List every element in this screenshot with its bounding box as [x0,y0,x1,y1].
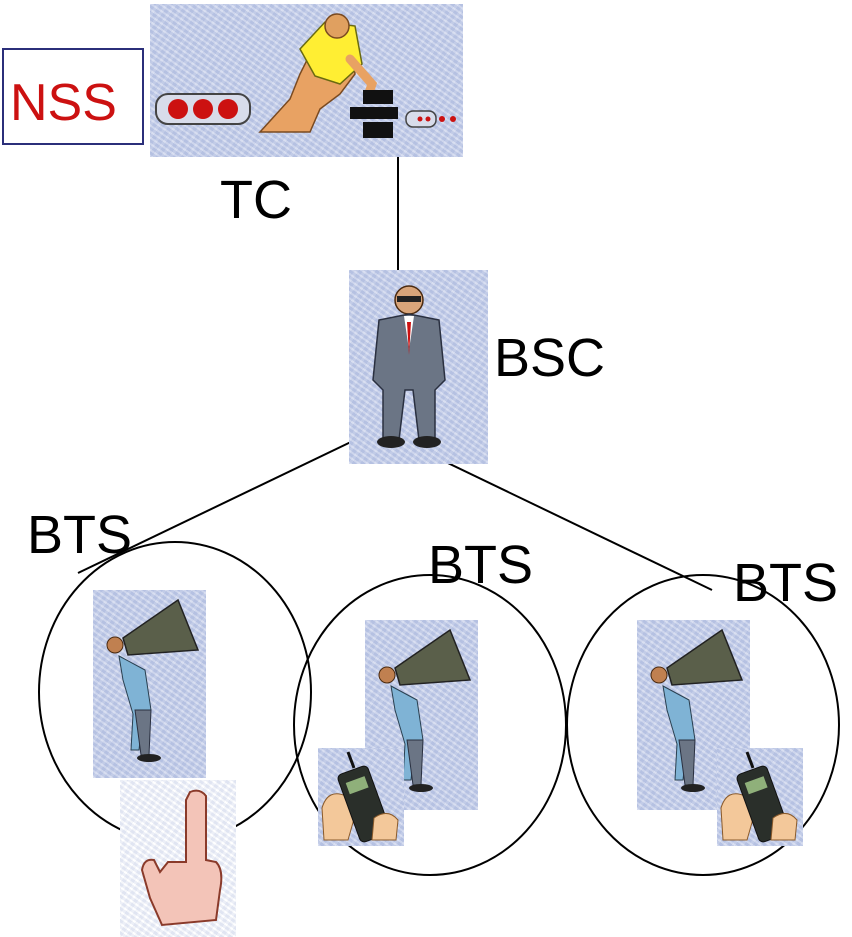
bsc-manager-icon [349,270,488,464]
bts-left-label: BTS [27,505,133,565]
tc-label: TC [220,170,292,230]
bsc-bts-left-link [77,427,381,574]
tc-weightlifter-icon [150,4,463,157]
bts-right-label: BTS [733,553,839,613]
cell-circle-right [566,574,840,876]
pointing-finger-icon [120,780,236,937]
nss-label: NSS [10,74,117,132]
bsc-label: BSC [494,328,606,388]
bts-middle-label: BTS [428,535,534,595]
bts-left-megaphone-man-icon [93,590,206,778]
nss-box [2,48,144,145]
mobile-phone-in-hand-icon-right [717,748,803,846]
bsc-bts-right-link [399,439,713,591]
mobile-phone-in-hand-icon [318,748,404,846]
